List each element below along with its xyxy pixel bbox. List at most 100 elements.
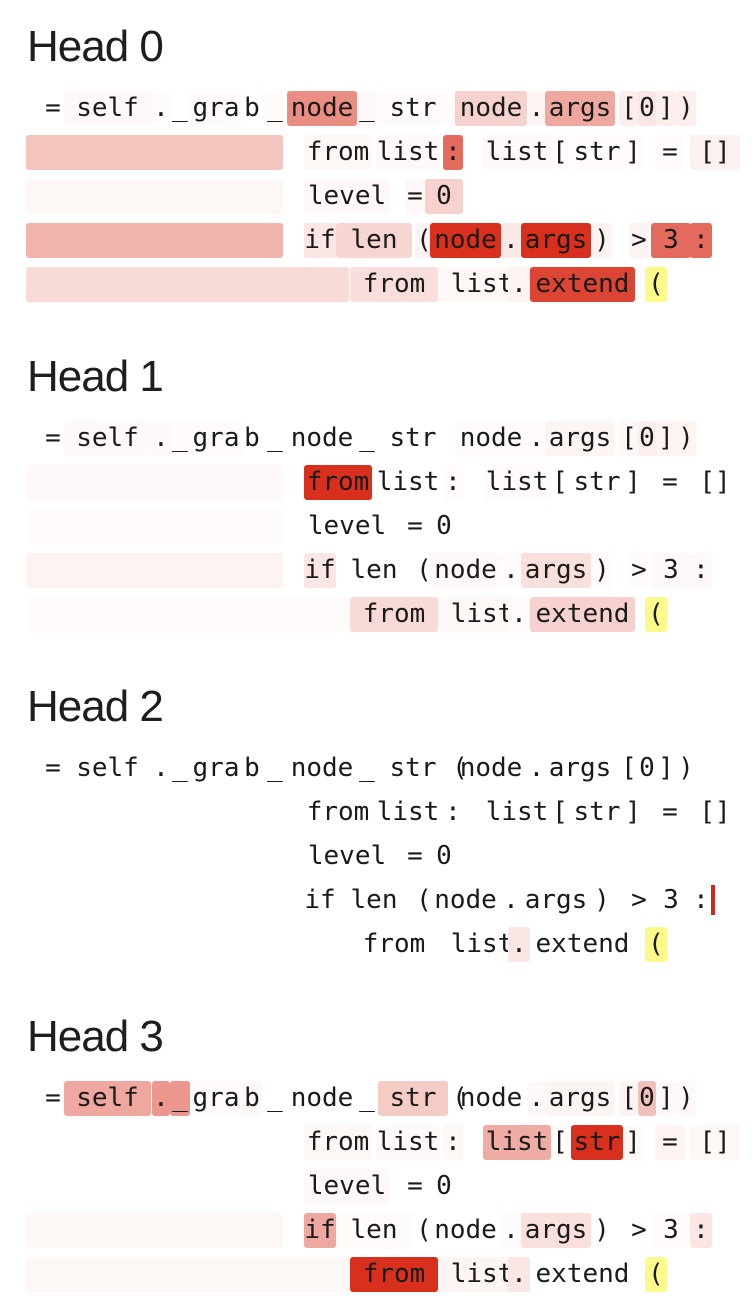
token: node <box>430 553 501 588</box>
token <box>26 795 283 830</box>
token: str <box>573 797 621 827</box>
token <box>26 465 283 500</box>
token: = <box>45 1083 61 1113</box>
token: _ <box>267 1083 283 1113</box>
token: node <box>434 1215 497 1245</box>
token: ( <box>452 753 468 783</box>
token: 0 <box>425 179 463 214</box>
token: gra <box>192 753 240 783</box>
token: ) <box>594 1215 610 1245</box>
token: : <box>443 1125 463 1160</box>
token: _ <box>357 91 377 126</box>
token: node <box>434 885 497 915</box>
token: 3 <box>651 223 691 258</box>
token: gra <box>190 1081 242 1116</box>
token: extend <box>530 597 635 632</box>
token: args <box>524 885 588 915</box>
token: b <box>242 1081 262 1116</box>
token: ] <box>656 421 676 456</box>
token: ) <box>676 1081 696 1116</box>
token: list <box>483 135 551 170</box>
token: : <box>693 885 709 915</box>
token: . <box>528 1081 545 1116</box>
token: . <box>508 927 530 962</box>
token: node <box>455 421 527 456</box>
token: from <box>304 135 372 170</box>
token: if <box>304 1213 336 1248</box>
token: [ <box>619 1081 639 1116</box>
token: from <box>350 597 438 632</box>
token: if <box>304 885 336 915</box>
token: ( <box>452 1083 468 1113</box>
token: from <box>306 797 370 827</box>
token: extend <box>530 267 635 302</box>
token: level <box>307 841 387 871</box>
token <box>26 553 283 588</box>
token: node <box>290 423 354 453</box>
token: str <box>573 467 621 497</box>
token: ) <box>676 91 696 126</box>
token <box>26 509 283 544</box>
token: str <box>389 753 437 783</box>
token: . <box>152 1081 170 1116</box>
cursor-marker <box>711 885 715 915</box>
token: node <box>287 91 357 126</box>
token: = <box>662 467 678 497</box>
token: _ <box>359 1083 375 1113</box>
token: from <box>350 267 438 302</box>
token: ( <box>645 927 667 962</box>
token: ( <box>415 223 433 258</box>
token <box>26 1213 283 1248</box>
token: = <box>655 135 685 170</box>
token: = <box>407 1171 423 1201</box>
token: ( <box>416 555 432 585</box>
token: node <box>290 1083 354 1113</box>
token: list <box>485 797 549 827</box>
token: [ <box>621 753 637 783</box>
token: _ <box>265 91 285 126</box>
token: [ <box>552 797 568 827</box>
token: self <box>64 1081 151 1116</box>
token <box>26 1169 283 1204</box>
token: _ <box>359 753 375 783</box>
token: node <box>459 753 523 783</box>
token: len <box>350 555 398 585</box>
token: . <box>501 1213 521 1248</box>
token: _ <box>170 1081 190 1116</box>
token: args <box>521 553 591 588</box>
token: ] <box>658 753 674 783</box>
token: _ <box>267 423 283 453</box>
token: ( <box>645 597 667 632</box>
token: [] <box>699 467 731 497</box>
token: from <box>362 929 426 959</box>
token: 0 <box>638 421 656 456</box>
token: = <box>662 797 678 827</box>
token: extend <box>535 929 630 959</box>
token: str <box>389 423 437 453</box>
token: str <box>571 135 623 170</box>
token: level <box>304 179 390 214</box>
token: str <box>378 91 448 126</box>
token: ] <box>625 797 641 827</box>
token: node <box>455 91 527 126</box>
token: = <box>407 511 423 541</box>
token: list <box>376 135 440 170</box>
token: = <box>405 179 425 214</box>
token: ( <box>416 885 432 915</box>
token: gra <box>190 91 242 126</box>
token: list <box>376 1125 440 1160</box>
token: gra <box>190 421 242 456</box>
head-title: Head 0 <box>27 22 164 71</box>
token: from <box>304 1125 372 1160</box>
token: > <box>629 223 649 258</box>
token <box>26 223 283 258</box>
token: ) <box>594 885 610 915</box>
token: level <box>304 1169 390 1204</box>
token: args <box>545 421 615 456</box>
token: len <box>336 223 412 258</box>
token: b <box>244 753 260 783</box>
token: self <box>64 91 151 126</box>
token: 0 <box>436 841 452 871</box>
token: list <box>483 465 551 500</box>
token: _ <box>170 421 190 456</box>
